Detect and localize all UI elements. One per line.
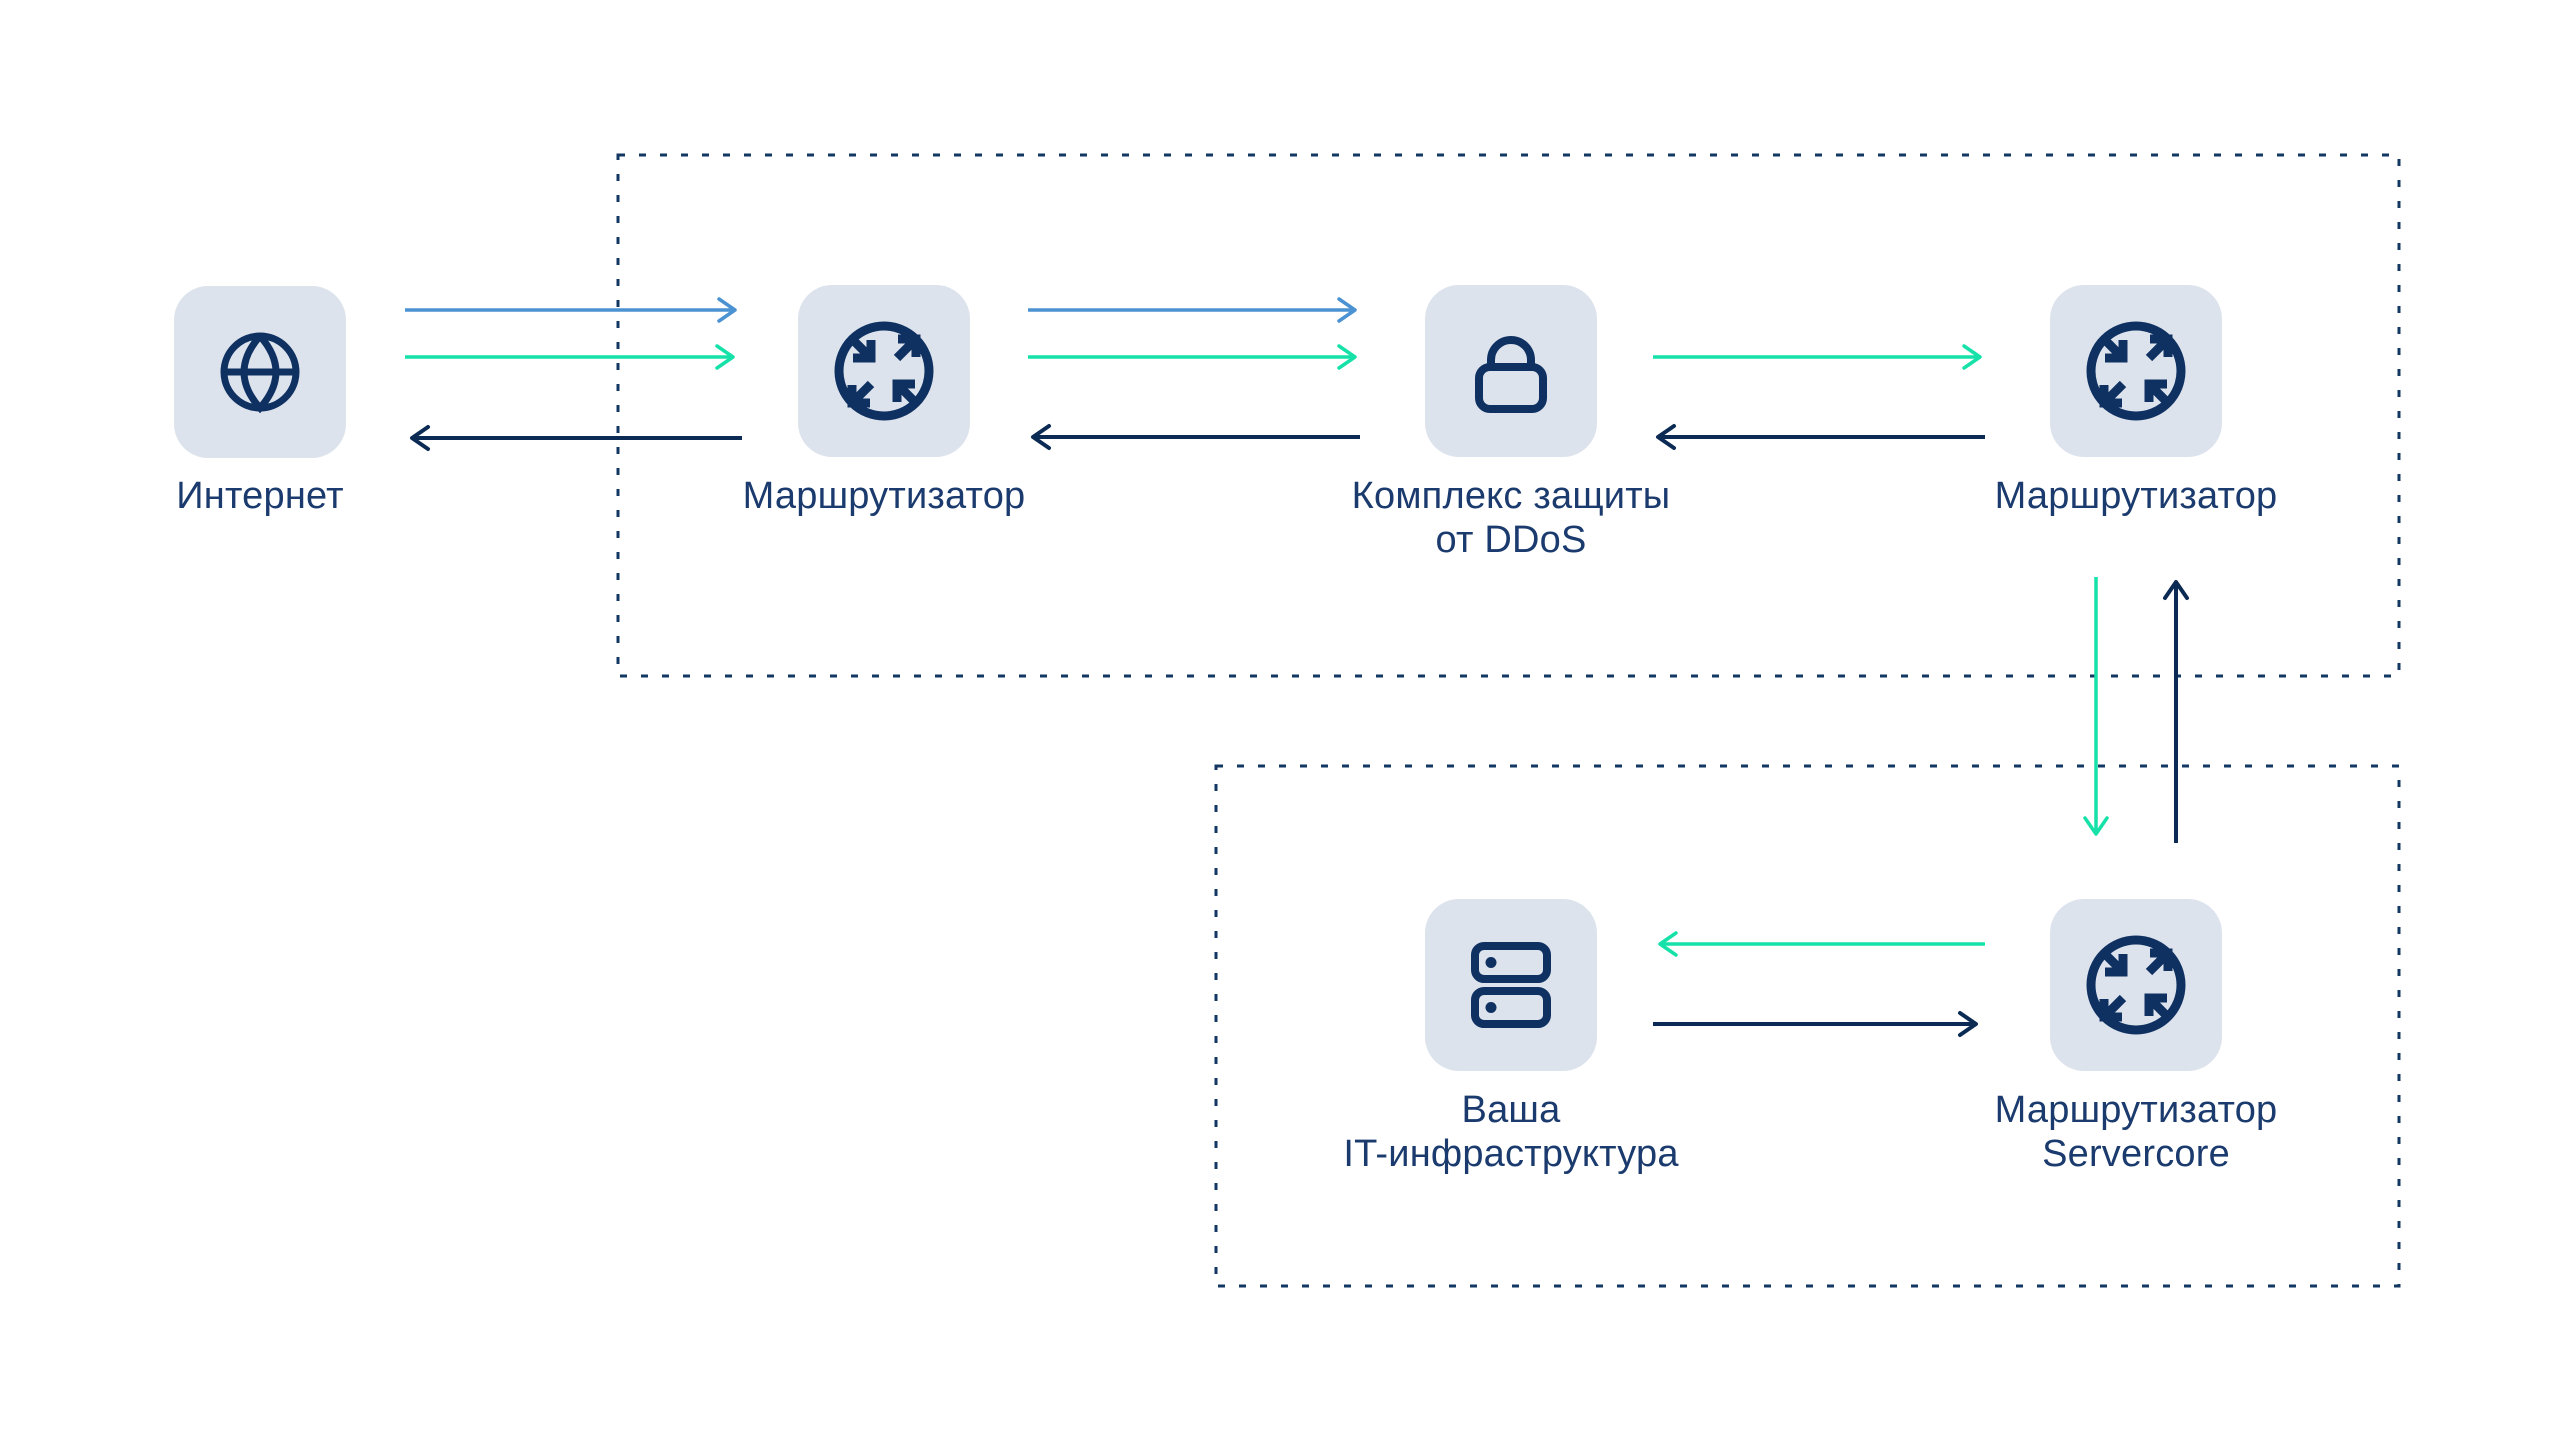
globe-icon — [174, 286, 346, 458]
node-your-infrastructure — [1425, 899, 1597, 1071]
label-router-protected: Маршрутизатор — [1994, 475, 2278, 517]
server-icon — [1425, 899, 1597, 1071]
router-icon — [798, 285, 970, 457]
lock-icon — [1425, 285, 1597, 457]
label-your-infrastructure: Ваша IT-инфраструктура — [1343, 1089, 1679, 1175]
label-internet: Интернет — [176, 475, 344, 517]
node-ddos-protection — [1425, 285, 1597, 457]
router-icon — [2050, 899, 2222, 1071]
router-icon — [2050, 285, 2222, 457]
node-router-edge — [798, 285, 970, 457]
label-ddos-protection: Комплекс защиты от DDoS — [1351, 475, 1671, 561]
label-router-edge: Маршрутизатор — [742, 475, 1026, 517]
node-router-protected — [2050, 285, 2222, 457]
node-internet — [174, 286, 346, 458]
label-router-servercore: Маршрутизатор Servercore — [1994, 1089, 2278, 1175]
node-router-servercore — [2050, 899, 2222, 1071]
